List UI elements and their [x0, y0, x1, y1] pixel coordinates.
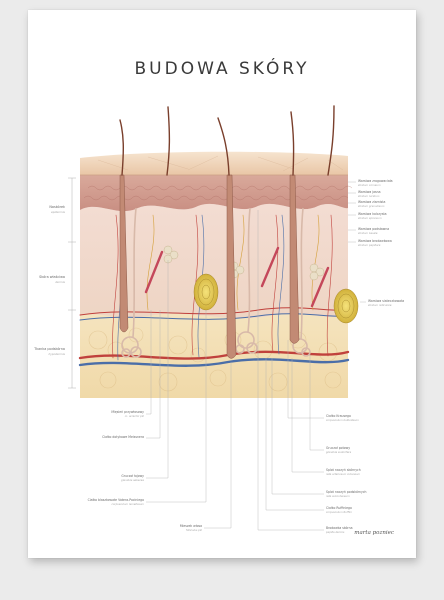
skin-diagram: Naskórek epidermis Skóra właściwa dermis… — [33, 105, 404, 534]
label-stratum-lucidum: Warstwa jasna — [358, 190, 381, 194]
label-krause-sub: corpusculum bulboideum — [326, 418, 359, 422]
label-stratum-basale: Warstwa podstawna — [358, 227, 389, 231]
label-krause: Ciałko Krausego — [326, 414, 351, 418]
label-subcutaneous-plexus-sub: rete subcutaneum — [326, 494, 350, 498]
label-stratum-granulosum: Warstwa ziarnista — [358, 200, 386, 204]
label-dermal-papilla: Brodawka skórna — [326, 526, 353, 530]
label-dermal-plexus: Splot naczyń skórnych — [326, 468, 361, 472]
label-stratum-lucidum-sub: stratum lucidum — [358, 194, 380, 198]
label-sebaceous-gland-sub: glandula sebacea — [121, 478, 144, 482]
label-stratum-corneum: Warstwa zrogowaciała — [358, 179, 393, 183]
label-ruffini-sub: corpusculum Ruffini — [326, 510, 352, 514]
label-epidermis: Naskórek — [49, 205, 65, 209]
hair-follicles — [119, 174, 300, 359]
label-ruffini: Ciałko Ruffiniego — [326, 506, 352, 510]
label-subcutaneous-plexus: Splot naczyń podskórnych — [326, 490, 367, 494]
label-hair-follicle-sub: folliculus pili — [186, 528, 202, 532]
poster-title: BUDOWA SKÓRY — [134, 59, 310, 79]
hair-shafts — [119, 105, 335, 176]
left-brackets — [68, 177, 76, 389]
label-stratum-papillare: Warstwa brodawkowa — [358, 239, 392, 243]
right-leaders — [348, 181, 366, 303]
label-epidermis-sub: epidermis — [51, 210, 65, 214]
label-sweat-gland-sub: glandula sudorifera — [326, 450, 352, 454]
label-hypodermis: Tkanka podskórna — [33, 347, 65, 351]
label-meissner: Ciałko dotykowe Meissnera — [102, 435, 144, 439]
label-dermal-plexus-sub: rete arteriosum cutaneum — [326, 472, 361, 476]
label-stratum-corneum-sub: stratum corneum — [358, 183, 381, 187]
label-pacinian-sub: corpusculum lamellosum — [112, 502, 145, 506]
label-stratum-granulosum-sub: stratum granulosum — [358, 204, 385, 208]
label-stratum-reticulare-sub: stratum reticulare — [368, 303, 392, 307]
label-stratum-spinosum: Warstwa kolczysta — [358, 212, 387, 216]
label-sebaceous-gland: Gruczoł łojowy — [121, 474, 144, 478]
artist-signature: marta pozniec — [354, 530, 394, 536]
label-sweat-gland: Gruczoł potowy — [326, 446, 350, 450]
label-pacinian: Ciałko blaszkowate Vatera-Paciniego — [88, 498, 144, 502]
label-dermis-sub: dermis — [55, 280, 65, 284]
label-hair-follicle: Mieszek włosa — [180, 524, 202, 528]
label-stratum-papillare-sub: stratum papillare — [358, 243, 381, 247]
poster: BUDOWA SKÓRY — [28, 10, 416, 558]
label-stratum-spinosum-sub: stratum spinosum — [358, 216, 382, 220]
bottom-leaders — [146, 210, 324, 531]
label-stratum-reticulare: Warstwa siateczkowata — [368, 299, 404, 303]
pacinian-corpuscles — [193, 273, 359, 324]
epidermis-layer — [80, 175, 348, 212]
label-arrector-pili-sub: m. arrector pili — [125, 414, 145, 418]
epidermis-cells — [83, 185, 353, 201]
label-stratum-basale-sub: stratum basale — [358, 231, 378, 235]
label-hypodermis-sub: hypodermis — [48, 352, 65, 356]
label-dermal-papilla-sub: papilla dermis — [326, 530, 345, 534]
arrector-pili — [144, 246, 330, 308]
skin-surface — [80, 151, 348, 175]
label-arrector-pili: Mięsień przywłosowy — [111, 410, 144, 414]
label-dermis: Skóra właściwa — [39, 275, 65, 279]
